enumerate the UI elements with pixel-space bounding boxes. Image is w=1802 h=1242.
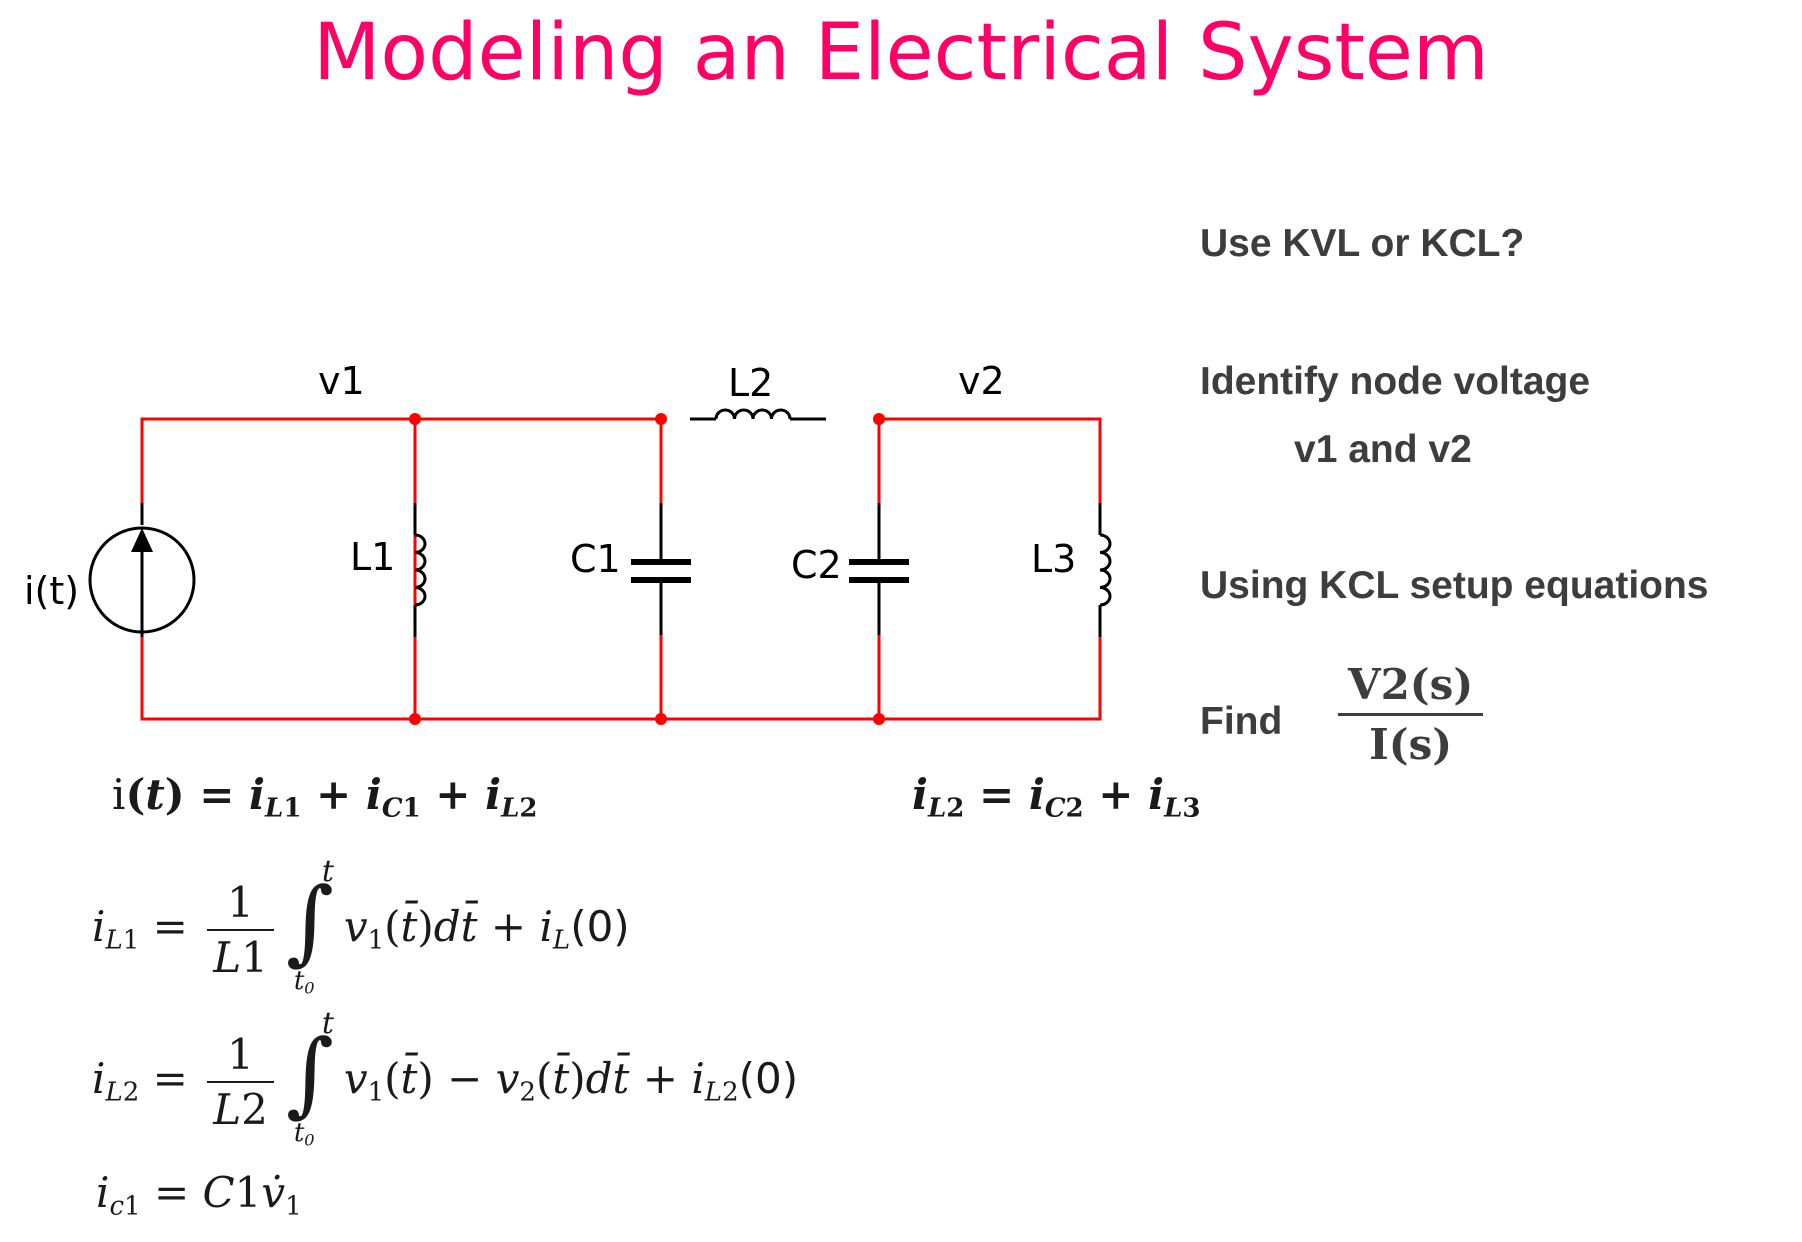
- inductor-L2: [714, 408, 792, 420]
- step-find-label: Find: [1200, 700, 1283, 743]
- source-label: i(t): [24, 569, 79, 613]
- kcl-node2-equation: iL2 = iC2 + iL3: [912, 770, 1201, 824]
- current-source: [88, 526, 196, 634]
- node-v2-label: v2: [958, 359, 1005, 403]
- step-kvl-kcl: Use KVL or KCL?: [1200, 222, 1525, 265]
- node-v1-label: v1: [318, 359, 365, 403]
- page-title: Modeling an Electrical System: [313, 8, 1489, 98]
- capacitor-C2: [849, 559, 909, 583]
- inductor-L1: [414, 533, 427, 607]
- step-identify-nodes-vars: v1 and v2: [1294, 428, 1472, 471]
- capacitor-C2-label: C2: [791, 543, 842, 587]
- node-dots: [409, 413, 885, 725]
- inductor-L1-label: L1: [350, 535, 395, 579]
- capacitor-C1-equation: ic1 = C1v̇1: [96, 1168, 302, 1222]
- inductor-L3: [1099, 533, 1112, 607]
- transfer-function-denominator: I(s): [1338, 713, 1484, 769]
- step-kcl-setup: Using KCL setup equations: [1200, 564, 1709, 607]
- capacitor-C1-label: C1: [570, 537, 621, 581]
- kcl-node1-equation: i(t) = iL1 + iC1 + iL2: [112, 770, 538, 824]
- step-identify-nodes: Identify node voltage: [1200, 360, 1591, 403]
- circuit-wires: [140, 417, 1102, 721]
- transfer-function-numerator: V2(s): [1348, 660, 1474, 709]
- inductor-L2-label: L2: [728, 361, 773, 405]
- transfer-function-fraction: V2(s) I(s): [1338, 660, 1484, 769]
- capacitor-C1: [631, 559, 691, 583]
- inductor-L3-label: L3: [1031, 537, 1076, 581]
